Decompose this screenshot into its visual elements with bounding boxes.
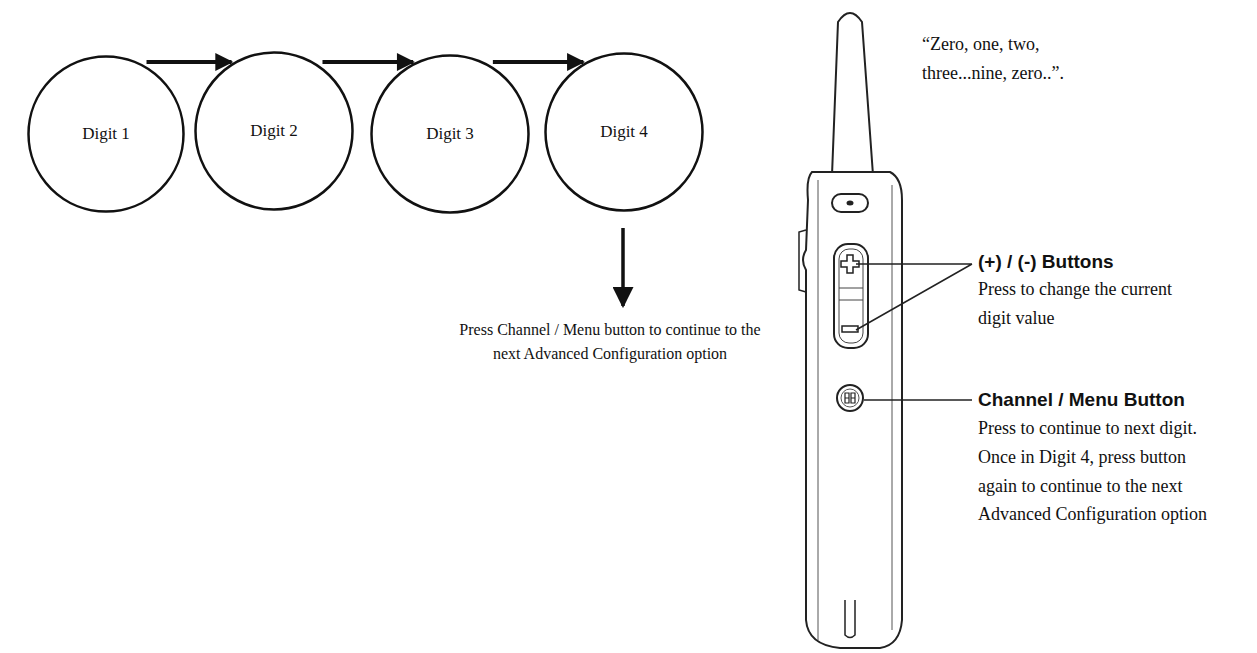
digit-label: Digit 2: [250, 121, 298, 141]
leader-line: [856, 264, 972, 330]
circle-shape: [372, 56, 529, 213]
channel-button-ring: [841, 389, 859, 407]
rocker-button: [834, 244, 868, 348]
callout-text: Press to continue to next digit. Once in…: [978, 414, 1213, 529]
leader-line: [864, 399, 972, 401]
body-edge: [818, 180, 892, 640]
flow-arrow: [322, 60, 413, 64]
callout-title: (+) / (-) Buttons: [978, 250, 1248, 275]
circle-content: Digit 3: [370, 54, 530, 214]
antenna: [832, 13, 873, 175]
digit-circle: Digit 1: [27, 55, 185, 213]
ptt-dot: [847, 201, 854, 206]
flow-arrow: [147, 60, 232, 64]
belt-clip: [799, 230, 806, 292]
circle-content: Digit 2: [194, 51, 354, 211]
flow-arrow: [493, 60, 583, 64]
channel-button: [837, 385, 863, 411]
digit-label: Digit 3: [426, 124, 474, 144]
circle-shape: [29, 57, 184, 212]
rocker-divider: [839, 288, 863, 300]
circle-shape: [196, 53, 353, 210]
digit-label: Digit 4: [600, 122, 648, 142]
circle-shape: [546, 54, 703, 211]
digit-circle: Digit 2: [194, 51, 354, 211]
quote-text: “Zero, one, two, three...nine, zero..”.: [922, 30, 1097, 88]
minus-symbol: [842, 326, 858, 332]
down-arrow: [621, 228, 625, 306]
radio-body: [803, 172, 902, 648]
note-text: Press Channel / Menu button to continue …: [455, 318, 765, 366]
channel-icon: [845, 393, 855, 403]
callout-title: Channel / Menu Button: [978, 388, 1248, 413]
circle-content: Digit 1: [27, 55, 185, 213]
bottom-port: [845, 600, 855, 638]
callout-text: Press to change the current digit value: [978, 275, 1178, 333]
digit-circle: Digit 3: [370, 54, 530, 214]
ptt-oval: [832, 194, 868, 212]
circle-content: Digit 4: [544, 52, 704, 212]
digit-circle: Digit 4: [544, 52, 704, 212]
digit-label: Digit 1: [82, 124, 130, 144]
